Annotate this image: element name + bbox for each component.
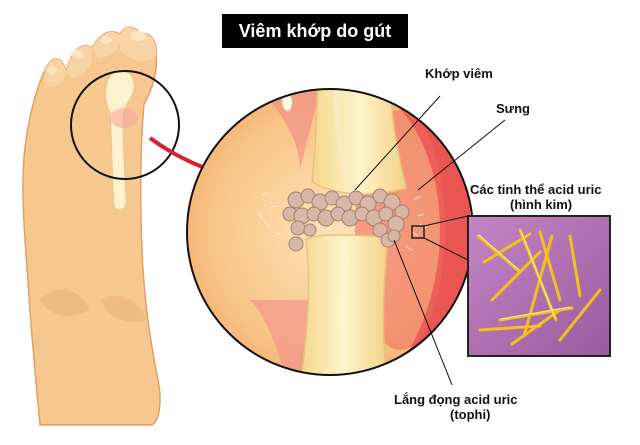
label-uric-acid-crystals: Các tinh thể acid uric (hình kim) <box>470 182 601 212</box>
foot-illustration <box>22 26 161 426</box>
crystal-inset <box>467 215 611 357</box>
magnifier-circle-small <box>70 70 180 180</box>
zoomed-joint <box>186 88 474 376</box>
crystal-specks <box>257 191 427 251</box>
page-title: Viêm khớp do gút <box>222 14 408 48</box>
label-swelling: Sưng <box>496 101 530 116</box>
callout-lines <box>354 95 506 386</box>
label-tophi-line2: (tophi) <box>450 407 491 422</box>
label-tophi-line1: Lắng đọng acid uric <box>394 392 518 407</box>
label-tophi: Lắng đọng acid uric (tophi) <box>394 392 518 422</box>
label-uric-acid-crystals-line2: (hình kim) <box>510 197 573 212</box>
tophi-deposits <box>282 188 410 252</box>
label-uric-acid-crystals-line1: Các tinh thể acid uric <box>470 182 602 197</box>
label-inflamed-joint: Khớp viêm <box>425 66 493 81</box>
